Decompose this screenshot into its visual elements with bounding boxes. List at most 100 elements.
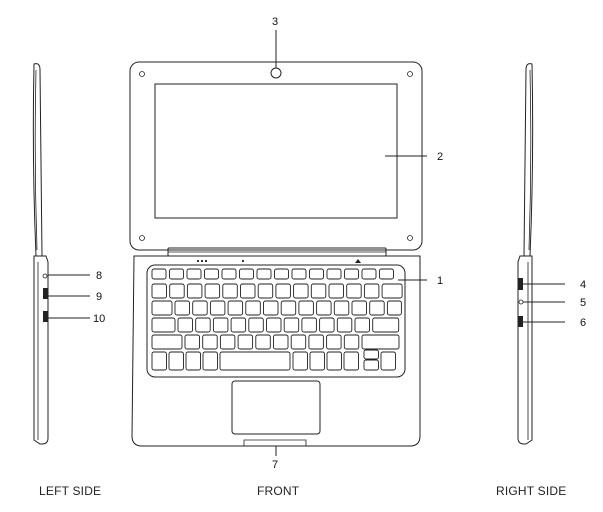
keyboard-key <box>248 317 264 333</box>
callout-9: 9 <box>96 291 102 303</box>
keyboard-key <box>361 334 400 350</box>
indicator-lights <box>196 259 361 263</box>
keyboard-key <box>255 334 271 350</box>
keyboard-key <box>209 300 226 316</box>
keyboard-key <box>316 300 332 316</box>
right-side-view <box>517 63 565 445</box>
touchpad <box>231 380 321 435</box>
keyboard-key <box>283 317 300 333</box>
keyboard-frame <box>146 264 406 378</box>
lid-screw-icon <box>139 235 145 241</box>
keyboard-key <box>326 334 342 350</box>
keyboard-key <box>361 268 377 280</box>
keyboard-key <box>186 283 203 299</box>
left-side-base <box>33 255 49 445</box>
keyboard-key <box>245 300 261 316</box>
keyboard-key <box>369 300 385 316</box>
keyboard-key <box>266 317 282 333</box>
keyboard-key <box>326 268 342 280</box>
keyboard-key <box>363 283 380 299</box>
keyboard-key <box>290 334 307 350</box>
keyboard-key <box>221 268 237 280</box>
right-side-lid-inner <box>528 69 532 251</box>
keyboard-key <box>257 283 274 299</box>
keyboard-keys <box>151 268 403 371</box>
keyboard-key <box>195 317 211 333</box>
keyboard-key <box>202 351 218 371</box>
keyboard-key <box>380 351 396 371</box>
keyboard-key <box>291 268 307 280</box>
callout-2: 2 <box>437 151 443 163</box>
callout-8: 8 <box>96 270 102 282</box>
keyboard-key <box>212 317 229 333</box>
lid-screw-icon <box>407 235 413 241</box>
keyboard-key <box>328 283 344 299</box>
keyboard-key <box>169 283 185 299</box>
usb-port-icon <box>43 288 48 299</box>
callout-5: 5 <box>580 297 586 309</box>
power-jack-icon <box>42 273 48 279</box>
keyboard-key <box>184 334 200 350</box>
screen <box>154 83 398 219</box>
front-notch <box>243 439 307 446</box>
keyboard-key <box>319 317 335 333</box>
keyboard-key <box>293 283 309 299</box>
keyboard-key <box>343 351 359 371</box>
keyboard-key <box>192 300 208 316</box>
keyboard-key <box>204 268 219 280</box>
left-side-lid <box>32 63 43 257</box>
front-view <box>129 61 423 447</box>
keyboard-key <box>280 300 297 316</box>
keyboard-key <box>309 268 324 280</box>
callout-numbers: 3 2 1 7 8 9 10 4 5 6 <box>93 16 586 471</box>
webcam-icon <box>270 67 282 79</box>
keyboard-key <box>273 334 289 350</box>
keyboard-key <box>298 300 314 316</box>
keyboard-key <box>292 351 308 371</box>
keyboard-key <box>308 334 324 350</box>
lid-screw-icon <box>407 71 413 77</box>
right-side-base <box>517 255 533 445</box>
keyboard-key <box>256 268 272 280</box>
keyboard-key <box>386 300 402 316</box>
right-side-lid <box>523 63 534 257</box>
keyboard-key <box>202 334 218 350</box>
callout-10: 10 <box>93 313 105 325</box>
keyboard-key <box>186 268 202 280</box>
keyboard-key <box>310 283 327 299</box>
keyboard-key <box>168 351 184 371</box>
keyboard-key <box>222 283 238 299</box>
callout-7: 7 <box>272 459 278 471</box>
keyboard-key <box>230 317 247 333</box>
keyboard-key <box>219 351 291 371</box>
keyboard-key <box>151 300 173 316</box>
keyboard-key <box>151 351 167 371</box>
keyboard-key <box>346 283 362 299</box>
keyboard-key <box>237 334 254 350</box>
left-side-lid-inner <box>34 69 38 251</box>
keyboard-key <box>333 300 350 316</box>
keyboard-key <box>354 317 370 333</box>
keyboard-key <box>185 351 201 371</box>
lid-screw-icon <box>139 71 145 77</box>
hdmi-port-icon <box>43 311 48 322</box>
keyboard-key <box>169 268 184 280</box>
keyboard-key <box>151 334 183 350</box>
keyboard-key <box>274 268 289 280</box>
laptop-lid <box>129 61 423 251</box>
keyboard-key <box>204 283 221 299</box>
keyboard-key <box>174 300 190 316</box>
keyboard-key <box>275 283 291 299</box>
usb-port-icon <box>518 278 523 290</box>
keyboard-key <box>151 283 167 299</box>
callout-6: 6 <box>580 317 586 329</box>
keyboard-key <box>381 283 403 299</box>
keyboard-key <box>326 351 342 371</box>
audio-jack-icon <box>518 299 524 305</box>
keyboard-key <box>219 334 236 350</box>
keyboard-key <box>151 268 167 280</box>
keyboard-key <box>344 268 359 280</box>
keyboard-key <box>379 268 394 280</box>
keyboard-key <box>351 300 367 316</box>
